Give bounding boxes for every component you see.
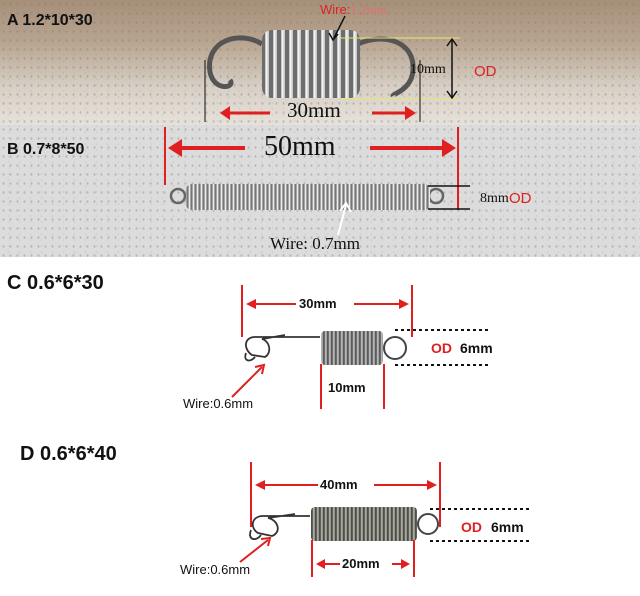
- spring-d-figure: [239, 462, 530, 577]
- spring-a-length: 30mm: [287, 98, 341, 122]
- spring-c-wire-label: Wire:0.6mm: [183, 396, 254, 411]
- left-hook: [251, 513, 310, 537]
- spring-a-od-value: 10mm: [410, 62, 446, 77]
- spring-b-od-value: 8mm: [480, 191, 509, 206]
- right-hook: [427, 187, 445, 205]
- spring-c-figure: [231, 285, 490, 409]
- coil-body: [262, 30, 360, 98]
- hook-end: [244, 352, 256, 362]
- coil-body: [186, 184, 430, 210]
- spring-a-label: A 1.2*10*30: [7, 12, 93, 29]
- spring-d-od-label: OD: [461, 519, 482, 535]
- right-hook: [417, 513, 439, 535]
- spring-c-body-length: 10mm: [328, 380, 366, 395]
- spring-d-body-length: 20mm: [342, 556, 380, 571]
- left-hook: [207, 35, 264, 89]
- spring-b-length: 50mm: [264, 131, 336, 162]
- spring-b-od-label: OD: [509, 190, 532, 207]
- coil-body: [321, 331, 383, 365]
- spring-d-label: D 0.6*6*40: [20, 443, 117, 465]
- wire-pointer: [239, 539, 269, 563]
- spring-a-od-label: OD: [474, 63, 497, 80]
- wire-pointer: [333, 15, 346, 39]
- panel-a: A 1.2*10*30 Wire:1.2mm 30mm 10mm OD: [0, 0, 640, 125]
- spring-d-length: 40mm: [320, 477, 358, 492]
- spring-c-od-value: 6mm: [460, 340, 493, 356]
- spring-c-od-label: OD: [431, 340, 452, 356]
- spring-c-label: C 0.6*6*30: [7, 272, 104, 294]
- spring-c-length: 30mm: [299, 296, 337, 311]
- wire-pointer: [337, 204, 347, 236]
- spring-b-wire-label: Wire: 0.7mm: [270, 234, 360, 253]
- spring-a-figure: [204, 15, 460, 122]
- left-hook: [169, 187, 187, 205]
- left-hook: [245, 334, 320, 358]
- spring-d-od-value: 6mm: [491, 519, 524, 535]
- spring-b-label: B 0.7*8*50: [7, 141, 85, 158]
- panel-b: B 0.7*8*50 50mm 8mm OD Wire: 0.7mm: [0, 125, 640, 257]
- right-hook: [383, 336, 407, 360]
- wire-pointer: [231, 366, 263, 398]
- coil-body: [311, 507, 417, 541]
- spring-b-figure: [164, 127, 470, 236]
- panel-d: D 0.6*6*40 40mm OD 6mm 20mm Wire:0.6mm: [0, 432, 640, 596]
- spring-d-wire-label: Wire:0.6mm: [180, 562, 251, 577]
- spring-a-wire-label: Wire:1.2mm: [320, 2, 387, 17]
- panel-c: C 0.6*6*30 30mm OD 6mm 10mm Wire:0.6mm: [0, 257, 640, 432]
- hook-end: [249, 529, 262, 541]
- right-hook: [356, 36, 416, 99]
